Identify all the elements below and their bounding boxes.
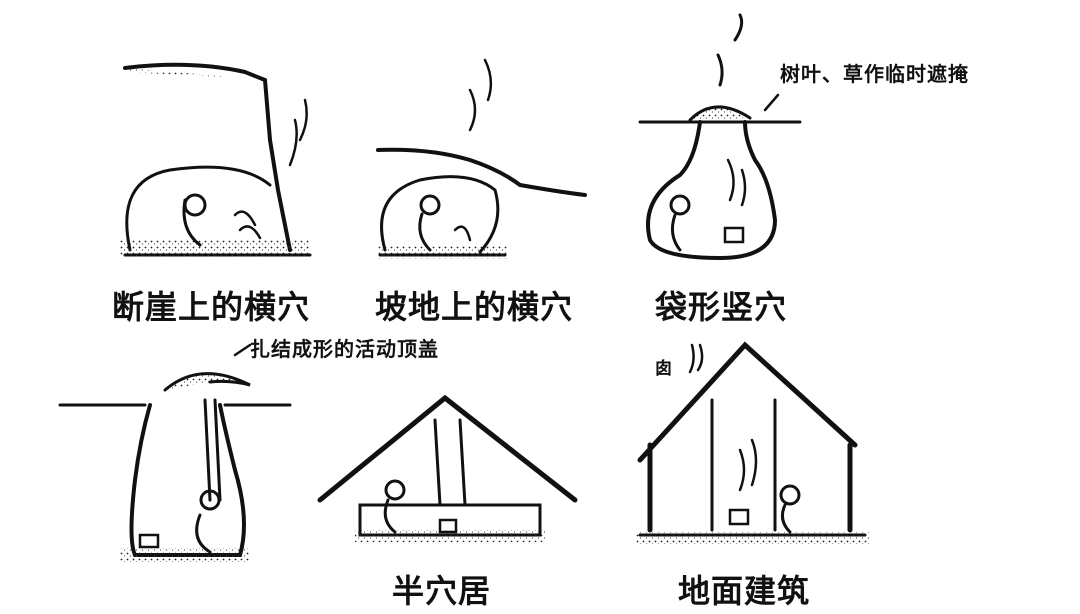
panel-cliff-cave xyxy=(120,62,312,258)
annotation-movable-roof: 扎结成形的活动顶盖 xyxy=(250,337,439,361)
panel-ground-building xyxy=(635,341,870,544)
annotation-chimney: 囱 xyxy=(655,359,673,379)
caption-bag-pit: 袋形竖穴 xyxy=(655,288,788,326)
caption-semi-subterranean: 半穴居 xyxy=(392,572,492,610)
caption-cliff-cave: 断崖上的横穴 xyxy=(112,288,311,326)
panel-pit-cover xyxy=(58,343,292,562)
panel-bag-pit xyxy=(638,13,802,261)
caption-slope-cave: 坡地上的横穴 xyxy=(375,288,574,326)
annotation-leaves-grass-cover: 树叶、草作临时遮掩 xyxy=(780,62,969,86)
panel-semi-subterranean xyxy=(317,394,578,542)
caption-ground-building: 地面建筑 xyxy=(678,572,811,610)
panel-slope-cave xyxy=(376,58,587,259)
